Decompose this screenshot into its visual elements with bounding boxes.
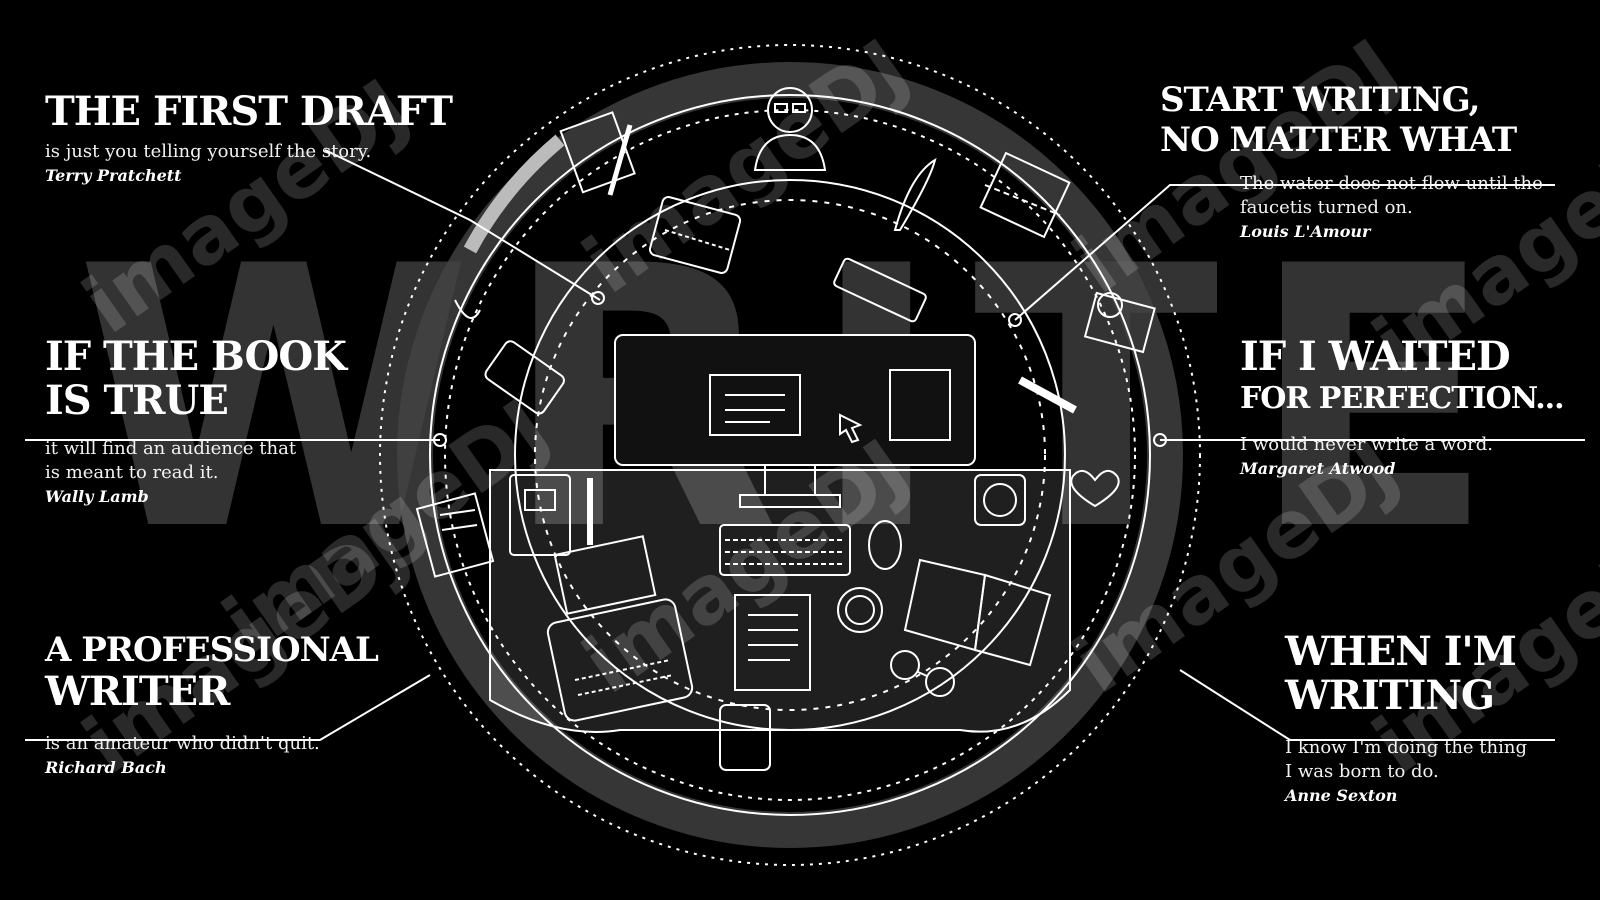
clipboard-icon <box>734 594 811 691</box>
quote-title: START WRITING, <box>1160 80 1480 120</box>
keyboard-icon <box>833 257 927 323</box>
glasses-icon <box>890 650 955 697</box>
quote-first-draft: THE FIRST DRAFT is just you telling your… <box>45 88 485 186</box>
quote-title: WHEN I'M <box>1285 628 1517 675</box>
coffee-icon <box>837 587 883 633</box>
pen-icon <box>1018 376 1077 414</box>
quote-when-im-writing: WHEN I'M WRITING I know I'm doing the th… <box>1285 628 1585 806</box>
quote-title: IF I WAITED <box>1240 333 1511 380</box>
book-icon <box>415 492 495 578</box>
monitor-icon <box>614 334 976 508</box>
notes-icon <box>559 111 636 196</box>
quote-body: it will find an audience that <box>45 438 297 459</box>
writer-icon <box>753 87 827 171</box>
quote-start-writing: START WRITING, NO MATTER WHAT The water … <box>1160 80 1580 241</box>
lamp-icon <box>454 299 481 319</box>
heart-icon <box>1070 469 1120 508</box>
mouse-icon <box>868 520 902 570</box>
typewriter-icon <box>648 196 742 274</box>
quote-title: WRITER <box>45 668 230 715</box>
tablet-icon <box>719 704 771 771</box>
quote-body: is just you telling yourself the story. <box>45 141 372 162</box>
quote-author: Wally Lamb <box>45 487 149 506</box>
quote-title: NO MATTER WHAT <box>1160 120 1517 160</box>
quote-title: THE FIRST DRAFT <box>45 88 453 135</box>
quote-title: WRITING <box>1285 672 1495 719</box>
fan-icon <box>974 474 1026 526</box>
quote-title: IS TRUE <box>45 377 229 424</box>
keyboard-icon <box>719 524 851 576</box>
notebook-icon <box>509 474 571 556</box>
quote-body: The water does not flow until the <box>1240 173 1543 194</box>
quote-body: faucetis turned on. <box>1240 197 1413 218</box>
open-book-icon <box>903 558 1052 667</box>
quote-author: Terry Pratchett <box>45 166 182 185</box>
typewriter-icon <box>546 535 694 722</box>
smartphone-icon <box>484 340 565 415</box>
calendar-icon <box>979 151 1071 239</box>
quote-body: I was born to do. <box>1285 761 1439 782</box>
quill-icon <box>893 157 937 231</box>
lamp-icon <box>1083 291 1156 354</box>
quote-body: I would never write a word. <box>1240 434 1493 455</box>
quote-author: Louis L'Amour <box>1240 222 1371 241</box>
quote-title: FOR PERFECTION... <box>1240 381 1565 416</box>
quote-waited-for-perfection: IF I WAITED FOR PERFECTION... I would ne… <box>1240 333 1595 479</box>
quote-body: is meant to read it. <box>45 462 219 483</box>
quote-author: Anne Sexton <box>1285 786 1398 805</box>
quote-author: Margaret Atwood <box>1240 459 1396 478</box>
quote-body: I know I'm doing the thing <box>1285 737 1527 758</box>
quote-professional-writer: A PROFESSIONAL WRITER is an amateur who … <box>45 630 445 777</box>
quote-title: A PROFESSIONAL <box>45 630 379 670</box>
quote-author: Richard Bach <box>45 758 167 777</box>
quote-book-is-true: IF THE BOOK IS TRUE it will find an audi… <box>45 333 445 507</box>
quote-title: IF THE BOOK <box>45 333 347 380</box>
quote-body: is an amateur who didn't quit. <box>45 733 320 754</box>
